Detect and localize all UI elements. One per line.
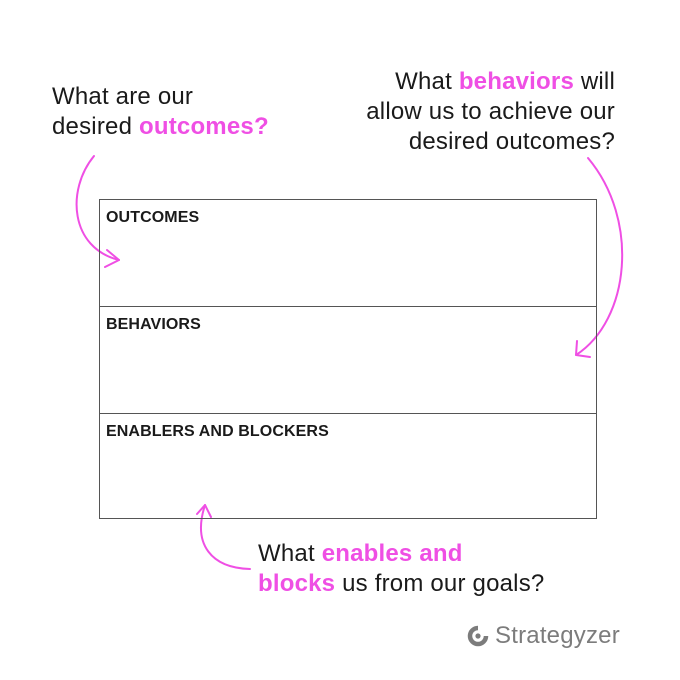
outcomes-question-line2: desired [52, 113, 139, 140]
row-title-outcomes: OUTCOMES [106, 209, 200, 226]
row-title-behaviors: BEHAVIORS [106, 316, 201, 333]
alignment-canvas: OUTCOMES BEHAVIORS ENABLERS AND BLOCKERS [99, 199, 597, 519]
canvas-row-behaviors: BEHAVIORS [100, 306, 596, 413]
enablers-question-suffix: us from our goals? [335, 570, 545, 597]
enablers-question-prefix: What [258, 540, 322, 567]
behaviors-question-prefix: What [395, 68, 459, 95]
row-title-enablers-blockers: ENABLERS AND BLOCKERS [106, 423, 329, 440]
strategyzer-logo-icon [467, 625, 489, 647]
canvas-row-enablers-blockers: ENABLERS AND BLOCKERS [100, 413, 596, 519]
outcomes-question-line1: What are our [52, 83, 194, 110]
behaviors-question-suffix: will [574, 68, 615, 95]
outcomes-question: What are our desired outcomes? [52, 82, 269, 142]
enablers-question-highlight1: enables and [321, 540, 463, 567]
behaviors-question-line2: allow us to achieve our [366, 98, 615, 125]
canvas-row-outcomes: OUTCOMES [100, 200, 596, 306]
enablers-question: What enables and blocks us from our goal… [258, 539, 544, 599]
behaviors-question-line3: desired outcomes? [408, 128, 615, 155]
behaviors-question-highlight: behaviors [458, 68, 574, 95]
brand-name: Strategyzer [495, 622, 620, 649]
enablers-question-highlight2: blocks [258, 570, 336, 597]
outcomes-question-highlight: outcomes? [138, 113, 269, 140]
behaviors-question: What behaviors will allow us to achieve … [320, 67, 615, 157]
strategyzer-logo: Strategyzer [466, 622, 620, 650]
